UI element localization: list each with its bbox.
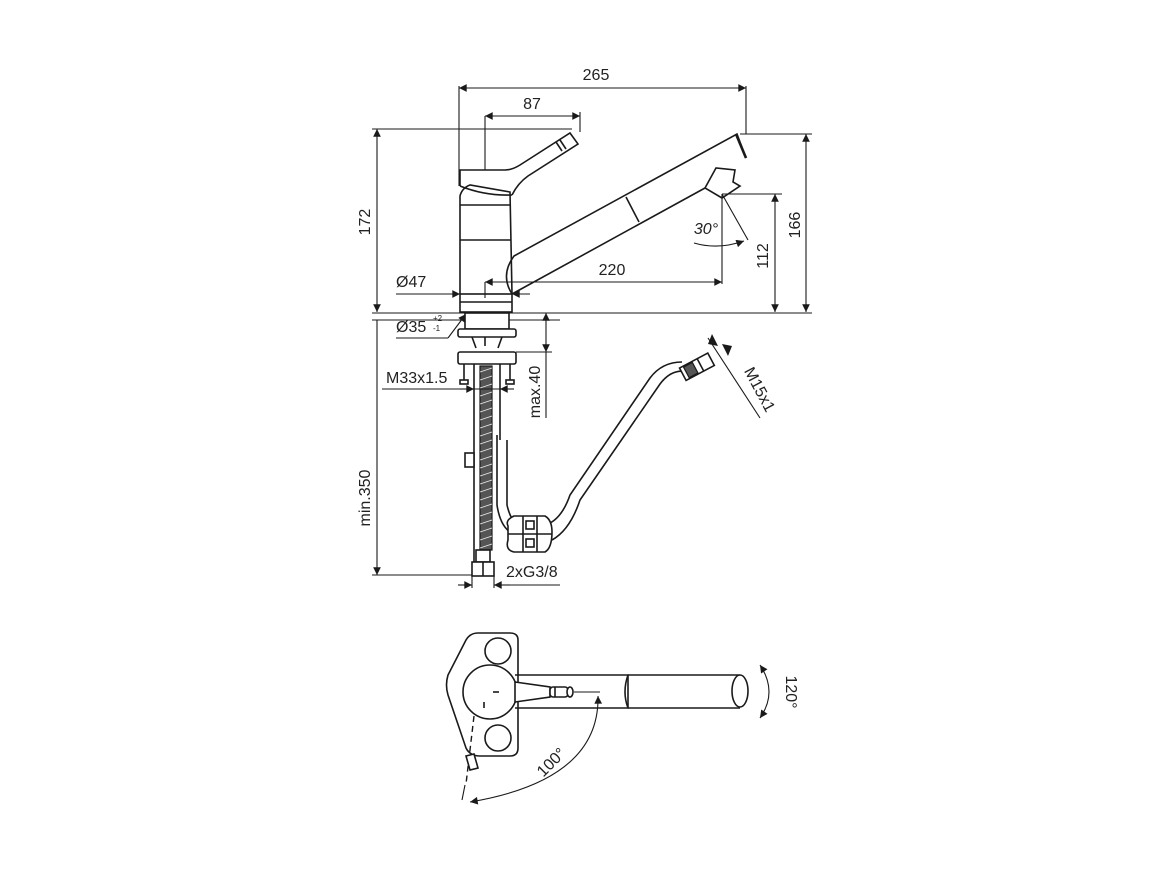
under-counter-assembly: M33x1.5 max.40 min.350 2xG3/8 <box>357 312 778 589</box>
dim-label-220: 220 <box>599 262 626 279</box>
dim-body-diameter: Ø47 <box>396 274 530 298</box>
body-top <box>462 664 518 720</box>
dim-label-m15: M15x1 <box>740 365 778 415</box>
dim-label-166: 166 <box>787 212 804 239</box>
dim-aerator-height: 112 <box>722 193 782 312</box>
top-view: 100° 120° <box>445 632 799 805</box>
spray-head-end <box>731 674 749 708</box>
tolerance-plus: +2 <box>433 314 443 323</box>
dim-connection-thread: 2xG3/8 <box>458 564 560 589</box>
dim-spray-angle: 30° <box>693 193 749 248</box>
dim-overall-height: 172 <box>357 128 572 312</box>
m15-connector <box>678 351 716 382</box>
dim-overall-reach: 265 <box>458 67 747 186</box>
dim-label-d47: Ø47 <box>396 274 426 291</box>
lever-handle <box>459 131 580 196</box>
dim-label-112: 112 <box>755 243 772 269</box>
dim-label-120deg: 120° <box>782 675 799 708</box>
dim-pullout-thread: M15x1 <box>707 334 778 419</box>
dim-label-d35: Ø35 <box>396 319 426 336</box>
dim-lever-reach: 87 <box>484 96 581 170</box>
dim-rotation-angle: 120° <box>759 664 799 719</box>
dim-label-m33: M33x1.5 <box>386 370 447 387</box>
dim-label-g38: 2xG3/8 <box>506 564 558 581</box>
dim-mount-thread: M33x1.5 <box>382 370 514 393</box>
hose-weight <box>506 515 553 553</box>
dim-label-max40: max.40 <box>527 366 544 419</box>
dim-label-min350: min.350 <box>357 469 374 526</box>
faucet-body <box>459 184 513 295</box>
dim-hose-length: min.350 <box>357 320 472 576</box>
dim-label-30deg: 30° <box>694 221 719 238</box>
base-ring <box>459 293 513 313</box>
dim-label-172: 172 <box>357 209 374 236</box>
dim-spout-projection: 220 <box>484 194 723 298</box>
dim-hole-diameter: Ø35 +2 -1 <box>396 313 467 339</box>
pull-out-spout <box>505 132 748 295</box>
side-view: 265 87 172 166 112 <box>357 67 812 339</box>
dim-label-265: 265 <box>583 67 610 84</box>
dim-label-87: 87 <box>523 96 541 113</box>
dim-spout-height: 166 <box>740 133 812 312</box>
tolerance-minus: -1 <box>433 324 441 333</box>
lever-top <box>549 686 569 698</box>
pull-out-hose <box>496 351 716 553</box>
dim-counter-thickness: max.40 <box>516 313 552 418</box>
hose-clip <box>464 452 475 468</box>
